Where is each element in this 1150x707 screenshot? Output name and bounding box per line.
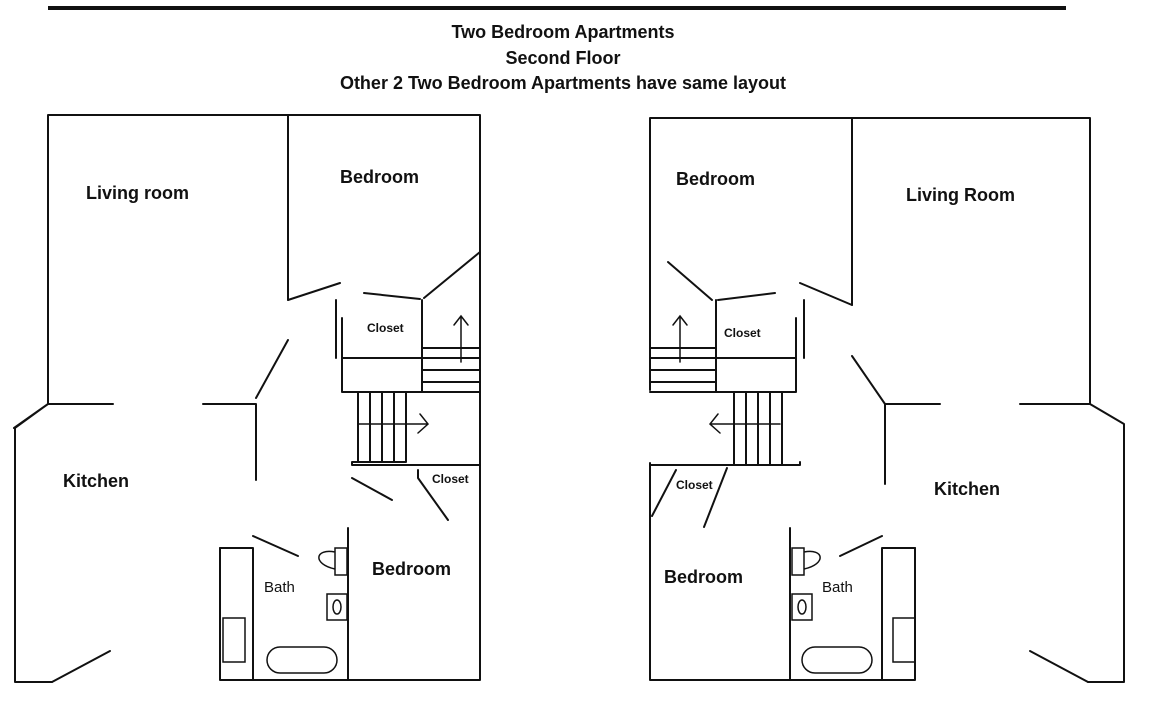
right-stairs-upper [649, 347, 717, 393]
right-closet-top-label: Closet [724, 326, 761, 340]
right-vanity [892, 617, 916, 663]
right-sink-bowl [797, 599, 807, 615]
left-stairs-lower [351, 391, 481, 466]
left-vanity [222, 617, 246, 663]
right-outer-wall [649, 117, 1125, 683]
left-kitchen-diagonal [51, 650, 111, 683]
left-stairs-upper [421, 347, 481, 393]
right-closet-mid-label: Closet [676, 478, 713, 492]
left-sink [326, 593, 348, 621]
right-stairs-lower [649, 391, 801, 466]
left-living-kitchen-wall [47, 339, 289, 481]
left-sink-bowl [332, 599, 342, 615]
left-bath-label: Bath [264, 579, 295, 596]
right-kitchen-label: Kitchen [934, 479, 1000, 499]
right-tub [801, 646, 873, 674]
left-bedroom-lower-wall [287, 251, 481, 301]
right-closet-top [715, 299, 805, 393]
left-closet-mid-label: Closet [432, 472, 469, 486]
right-bath-walls [789, 527, 916, 681]
left-closet-mid [351, 469, 449, 521]
left-outer-wall [13, 114, 481, 683]
right-bedroom-bottom-label: Bedroom [664, 567, 743, 587]
title-line-3: Other 2 Two Bedroom Apartments have same… [339, 73, 787, 93]
left-living-room-label: Living room [86, 183, 189, 203]
left-closet-top [335, 299, 423, 393]
left-arrow-up [453, 314, 469, 363]
title-line-1: Two Bedroom Apartments [451, 22, 675, 42]
right-unit [649, 117, 1125, 683]
left-kitchen-label: Kitchen [63, 471, 129, 491]
left-bedroom-bottom-label: Bedroom [372, 559, 451, 579]
right-toilet [791, 547, 821, 576]
right-bedroom-top-label: Bedroom [676, 169, 755, 189]
left-bedroom-top-label: Bedroom [340, 167, 419, 187]
left-bath-walls [219, 527, 349, 681]
right-living-kitchen-wall [851, 355, 941, 485]
right-bath-label: Bath [822, 579, 853, 596]
right-arrow-left [708, 413, 781, 434]
right-closet-mid [651, 467, 728, 528]
right-sink [791, 593, 813, 621]
left-unit [13, 114, 481, 683]
right-kitchen-diagonal [1029, 650, 1089, 683]
left-tub [266, 646, 338, 674]
left-arrow-right [357, 413, 430, 434]
right-living-room-label: Living Room [906, 185, 1015, 205]
left-toilet [318, 547, 348, 576]
right-bedroom-lower-wall [667, 261, 853, 306]
left-closet-top-label: Closet [367, 321, 404, 335]
right-arrow-up [672, 314, 688, 363]
title-line-2: Second Floor [505, 48, 621, 68]
